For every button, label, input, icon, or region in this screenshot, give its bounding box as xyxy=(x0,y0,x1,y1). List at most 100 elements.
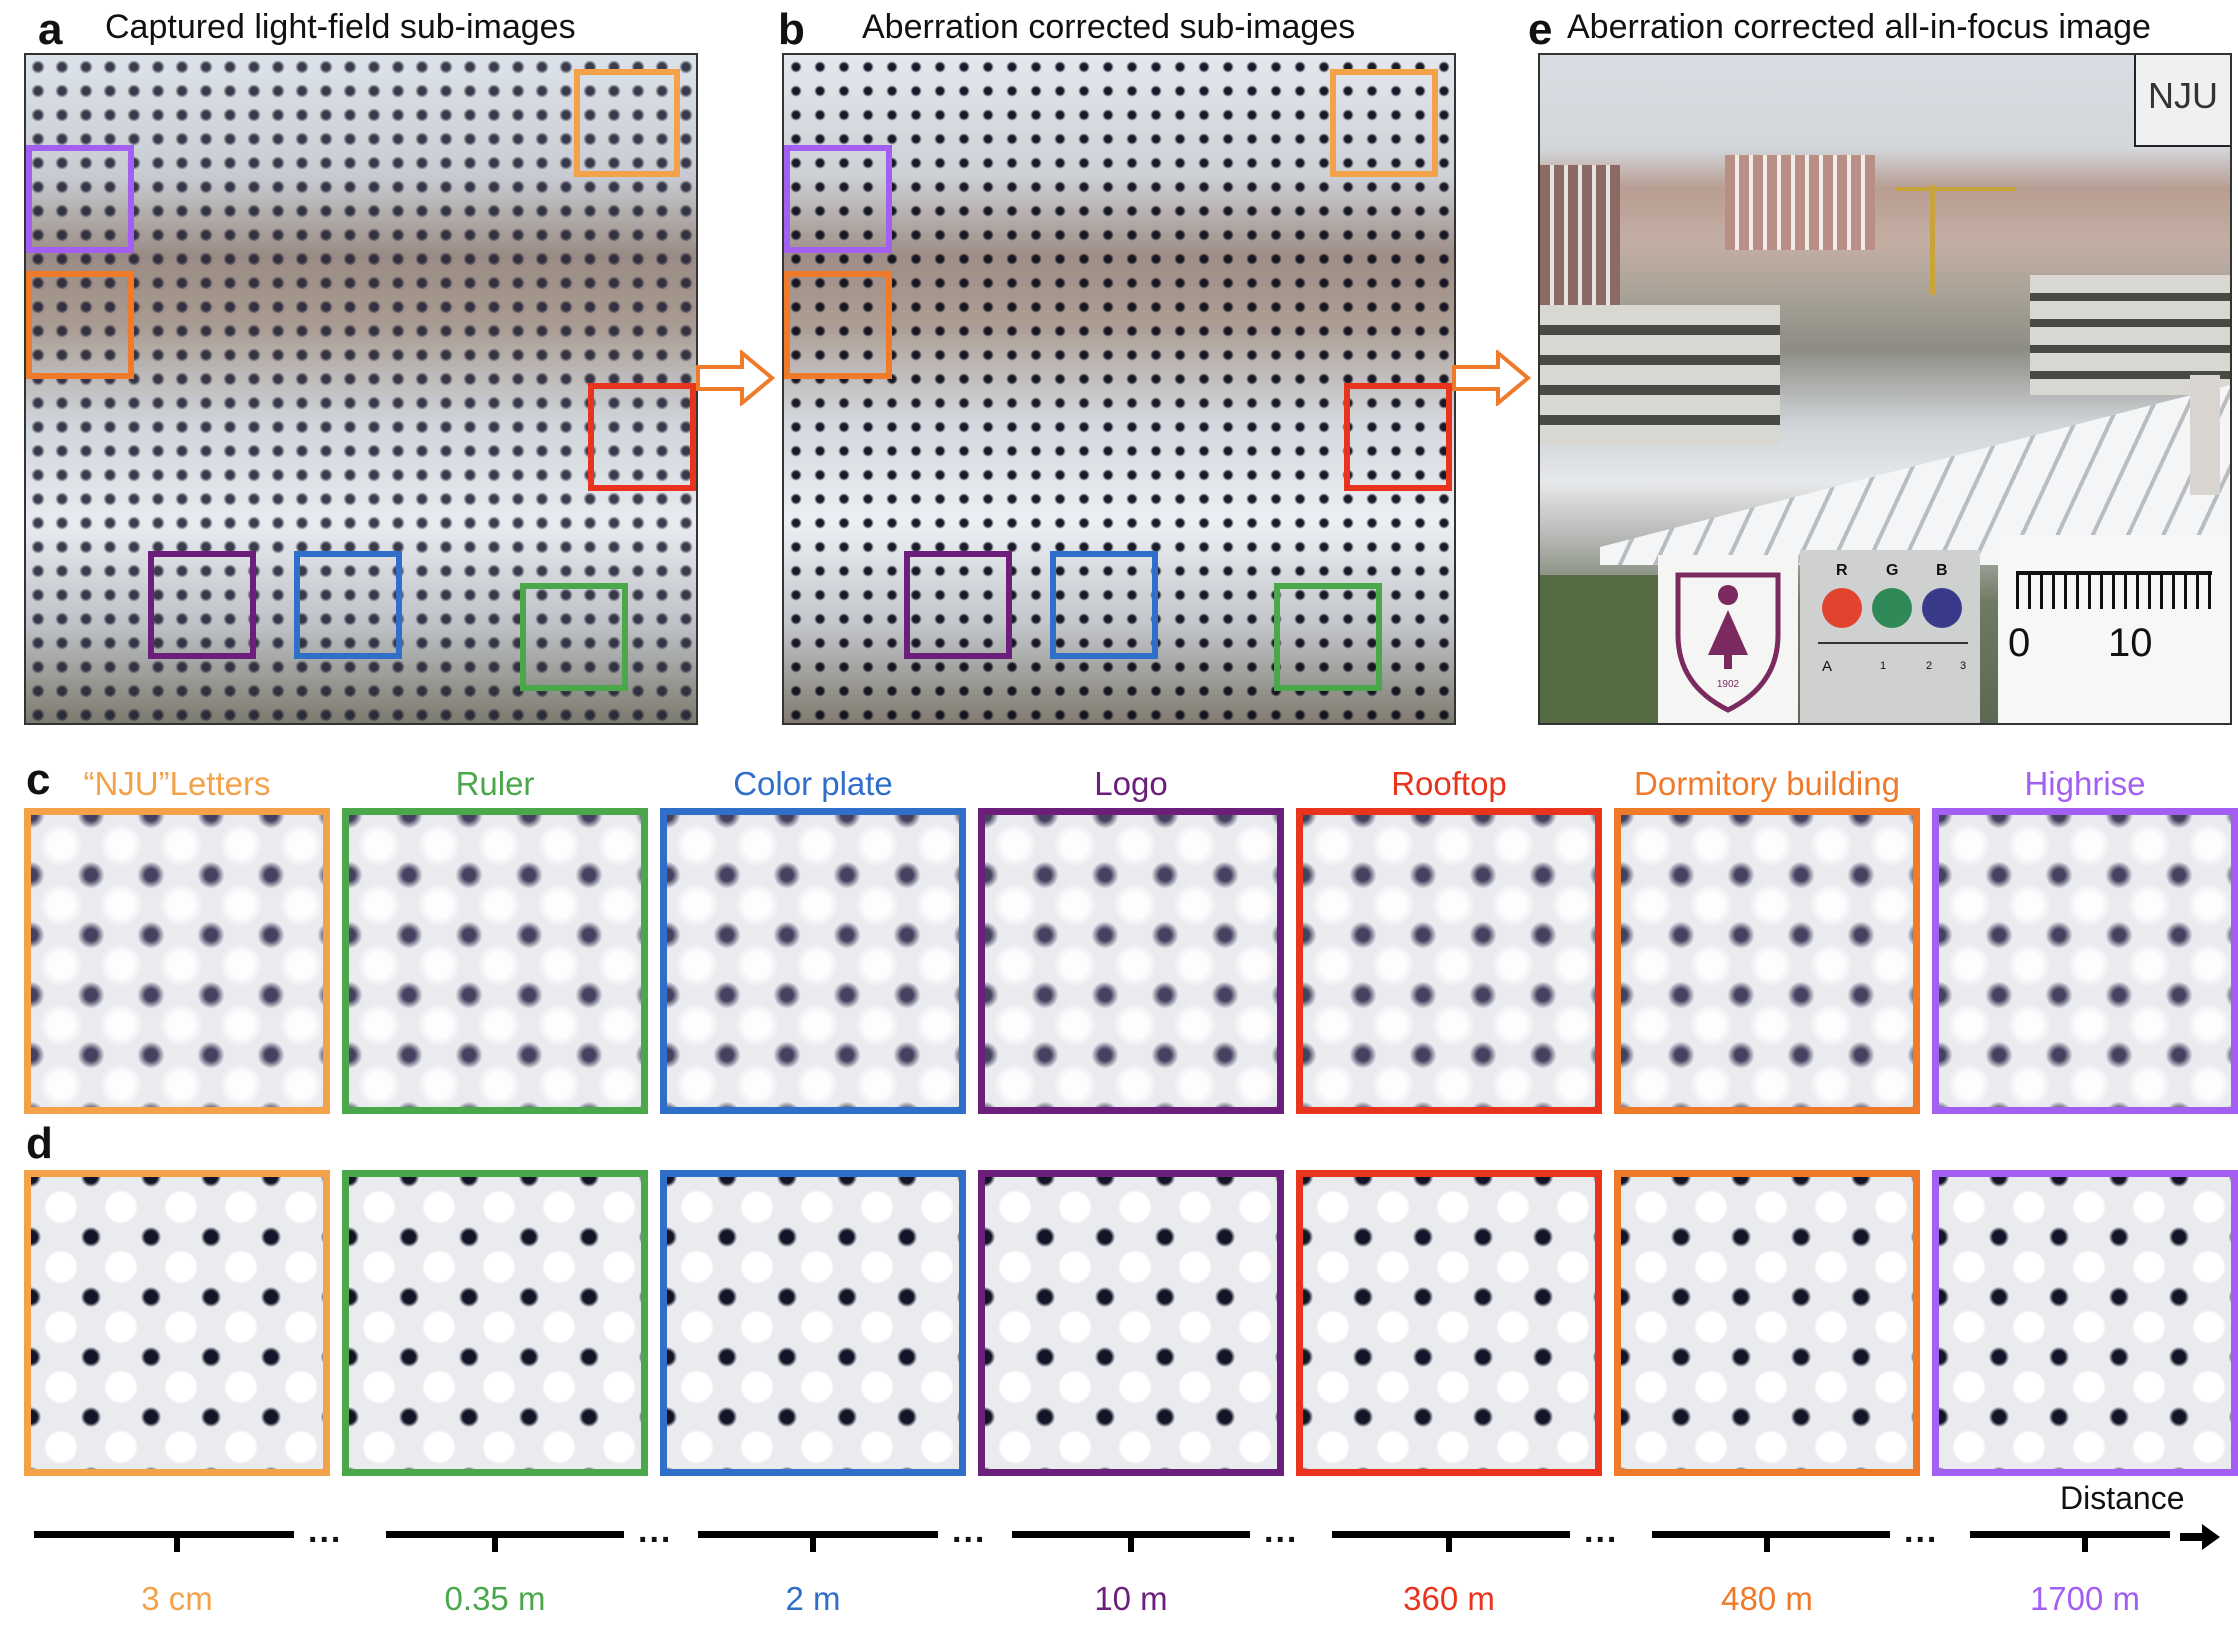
highrise-building xyxy=(1725,155,1875,250)
subimage-tile-corrected xyxy=(1932,1170,2238,1476)
university-shield-icon: 1902 xyxy=(1675,572,1781,713)
crane xyxy=(1895,187,2015,191)
category-label: Highrise xyxy=(2024,765,2146,802)
distance-axis-tick xyxy=(1764,1534,1770,1552)
category-label: Rooftop xyxy=(1391,765,1507,802)
highlight-box-highrise xyxy=(784,145,892,253)
axis-ellipsis: ... xyxy=(952,1512,987,1550)
subimage-tile-captured xyxy=(978,808,1284,1114)
axis-ellipsis: ... xyxy=(1584,1512,1619,1550)
captured-lightfield-image xyxy=(24,53,698,725)
distance-axis-segment xyxy=(34,1531,294,1538)
highlight-box-color-plate xyxy=(294,551,402,659)
category-label: Ruler xyxy=(455,765,535,802)
subimage-tile-captured xyxy=(24,808,330,1114)
highlight-box-ruler xyxy=(520,583,628,691)
corrected-lightfield-image xyxy=(782,53,1456,725)
ruler-ticks xyxy=(2016,571,2212,609)
category-label: “NJU”Letters xyxy=(83,765,271,802)
subimage-tile-corrected xyxy=(24,1170,330,1476)
trees xyxy=(1540,575,1660,723)
panel-title-a: Captured light-field sub-images xyxy=(105,8,576,46)
axis-ellipsis: ... xyxy=(308,1512,343,1550)
red-circle xyxy=(1822,588,1862,628)
ruler-start-label: 0 xyxy=(2008,621,2031,665)
distance-axis-tick xyxy=(492,1534,498,1552)
color-plate: R G B A 1 2 3 xyxy=(1800,550,1980,723)
distance-axis-segment xyxy=(1652,1531,1890,1538)
distance-axis-segment xyxy=(1970,1531,2170,1538)
distance-axis-segment xyxy=(386,1531,624,1538)
distance-label: 3 cm xyxy=(141,1580,213,1617)
highlight-box-logo xyxy=(148,551,256,659)
distance-axis-tick xyxy=(1446,1534,1452,1552)
highlight-box-dormitory xyxy=(26,271,134,379)
distance-axis-tick xyxy=(2082,1534,2088,1552)
distance-axis-tick xyxy=(1128,1534,1134,1552)
ruler-end-label: 10 xyxy=(2108,621,2153,665)
distance-label: 360 m xyxy=(1403,1580,1495,1617)
panel-letter-c: c xyxy=(26,755,51,804)
color-plate-label-r: R xyxy=(1836,562,1848,579)
category-label: Color plate xyxy=(733,765,893,802)
category-label: Logo xyxy=(1094,765,1168,802)
logo-year: 1902 xyxy=(1717,679,1740,690)
arrow-right-icon xyxy=(2180,1524,2220,1550)
blue-circle xyxy=(1922,588,1962,628)
highlight-box-rooftop xyxy=(588,383,696,491)
distance-axis-tick xyxy=(174,1534,180,1552)
panel-letter-a: a xyxy=(38,5,63,54)
panel-title-b: Aberration corrected sub-images xyxy=(862,8,1356,46)
subimage-tile-captured xyxy=(342,808,648,1114)
subimage-tile-captured xyxy=(660,808,966,1114)
distance-label: 10 m xyxy=(1094,1580,1168,1617)
logo-plate: 1902 xyxy=(1658,555,1798,723)
distance-axis-tick xyxy=(810,1534,816,1552)
dormitory-building xyxy=(1540,305,1780,445)
highlight-box-logo xyxy=(904,551,1012,659)
distance-label: 480 m xyxy=(1721,1580,1813,1617)
crane xyxy=(1930,185,1935,295)
subimage-tile-corrected xyxy=(978,1170,1284,1476)
highlight-box-highrise xyxy=(26,145,134,253)
axis-ellipsis: ... xyxy=(638,1512,673,1550)
axis-ellipsis: ... xyxy=(1904,1512,1939,1550)
highlight-box-ruler xyxy=(1274,583,1382,691)
panel-letter-d: d xyxy=(26,1119,53,1168)
color-plate-label-g: G xyxy=(1886,562,1899,579)
subimage-tile-corrected xyxy=(342,1170,648,1476)
distance-axis-title: Distance xyxy=(2060,1480,2185,1516)
color-plate-number-1: 1 xyxy=(1880,660,1887,672)
highlight-box-nju xyxy=(574,69,680,177)
all-in-focus-image: NJU 1902 R G B A 1 2 3 0 10 xyxy=(1538,53,2232,725)
panel-letter-b: b xyxy=(778,5,805,54)
color-plate-divider xyxy=(1818,642,1968,644)
subimage-tile-corrected xyxy=(1614,1170,1920,1476)
panel-title-e: Aberration corrected all-in-focus image xyxy=(1567,8,2151,46)
subimage-tile-corrected xyxy=(660,1170,966,1476)
green-circle xyxy=(1872,588,1912,628)
axis-ellipsis: ... xyxy=(1264,1512,1299,1550)
subimage-tile-captured xyxy=(1296,808,1602,1114)
subimage-tile-corrected xyxy=(1296,1170,1602,1476)
subimage-tile-captured xyxy=(1614,808,1920,1114)
rooftop-sign xyxy=(2190,375,2220,495)
highrise-building xyxy=(1540,165,1620,305)
highlight-box-rooftop xyxy=(1344,383,1452,491)
highlight-box-color-plate xyxy=(1050,551,1158,659)
color-plate-row-letter: A xyxy=(1822,658,1833,675)
arrow-right-icon xyxy=(696,350,776,406)
color-plate-number-3: 3 xyxy=(1960,660,1967,672)
ruler: 0 10 xyxy=(1998,535,2230,723)
color-plate-number-2: 2 xyxy=(1926,660,1933,672)
color-plate-label-b: B xyxy=(1936,562,1948,579)
subimage-tile-captured xyxy=(1932,808,2238,1114)
panel-letter-e: e xyxy=(1528,5,1553,54)
nju-inset-text: NJU xyxy=(2148,75,2218,116)
highlight-box-dormitory xyxy=(784,271,892,379)
distance-label: 0.35 m xyxy=(444,1580,546,1617)
distance-label: 1700 m xyxy=(2029,1580,2141,1617)
arrow-right-icon xyxy=(1452,350,1532,406)
highlight-box-nju xyxy=(1330,69,1438,177)
category-label: Dormitory building xyxy=(1634,765,1900,802)
